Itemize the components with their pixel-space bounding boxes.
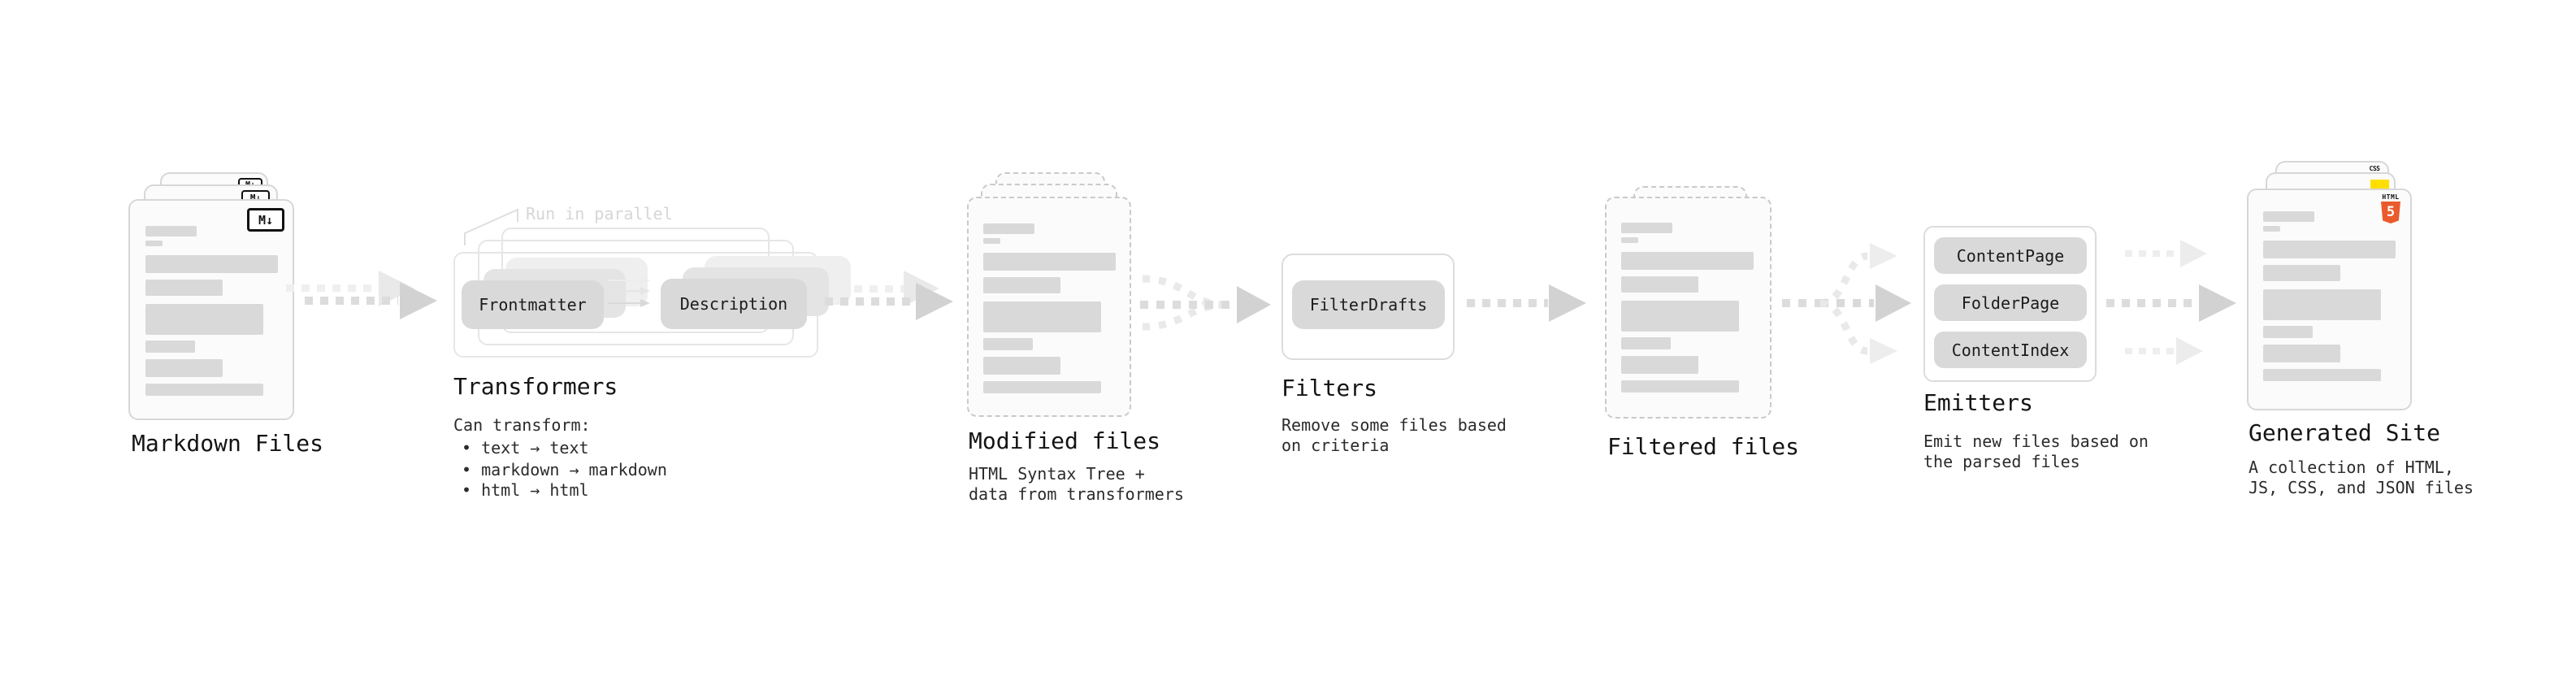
arrowhead-icon: [1549, 284, 1586, 322]
placeholder-bar: [983, 338, 1033, 350]
contentindex-pill: ContentIndex: [1934, 332, 2087, 368]
js-icon: [2370, 180, 2389, 189]
arrowhead-icon: [1870, 243, 1897, 269]
description-pill: Description: [661, 279, 807, 329]
placeholder-bar: [145, 304, 263, 335]
dashed-line: [286, 284, 377, 292]
station-title-markdown-files: Markdown Files: [132, 430, 324, 457]
placeholder-bar: [1621, 337, 1671, 349]
placeholder-bar: [145, 359, 223, 377]
html5-icon: HTML 5: [2381, 194, 2400, 223]
dashed-line: [2106, 299, 2197, 307]
modified-file-card: [967, 197, 1131, 417]
placeholder-bar: [1621, 380, 1739, 393]
placeholder-bar: [1621, 276, 1698, 293]
filtered-file-card: [1605, 197, 1772, 419]
css-icon-text: CSS: [2369, 165, 2380, 172]
placeholder-bar: [1621, 237, 1638, 243]
modified-subtitle: HTML Syntax Tree +: [969, 464, 1145, 484]
placeholder-bar: [145, 280, 223, 296]
station-title-transformers: Transformers: [453, 373, 618, 400]
transformers-subtitle: Can transform:: [453, 415, 591, 435]
placeholder-bar: [983, 223, 1034, 234]
placeholder-bar: [983, 253, 1116, 271]
filters-subtitle: Remove some files based: [1281, 415, 1507, 435]
folderpage-pill: FolderPage: [1934, 284, 2087, 321]
filterdrafts-pill: FilterDrafts: [1292, 280, 1445, 329]
arrowhead-icon: [1870, 338, 1897, 364]
station-title-filtered-files: Filtered files: [1607, 433, 1800, 460]
placeholder-bar: [1621, 301, 1739, 332]
placeholder-bar: [2263, 241, 2396, 258]
callout-leader-line: [464, 208, 518, 245]
arrowhead-icon: [1237, 286, 1271, 323]
placeholder-bar: [145, 340, 195, 353]
arrowhead-icon: [2199, 284, 2236, 322]
station-title-modified-files: Modified files: [969, 427, 1161, 454]
dashed-line: [2125, 348, 2174, 354]
dashed-line: [1467, 299, 1548, 307]
modified-subtitle: data from transformers: [969, 484, 1184, 504]
placeholder-bar: [2263, 326, 2313, 338]
emitters-subtitle: the parsed files: [1923, 452, 2080, 471]
placeholder-bar: [145, 255, 278, 273]
generated-subtitle: A collection of HTML,: [2249, 458, 2454, 477]
transformers-bullet: • text → text: [462, 438, 589, 458]
placeholder-bar: [983, 301, 1101, 332]
station-title-filters: Filters: [1281, 375, 1378, 401]
placeholder-bar: [145, 384, 263, 396]
dashed-line: [2125, 250, 2179, 257]
placeholder-bar: [983, 381, 1101, 393]
arrowhead-icon: [400, 282, 437, 319]
station-title-emitters: Emitters: [1923, 389, 2033, 416]
placeholder-bar: [2263, 265, 2340, 281]
placeholder-bar: [1621, 223, 1672, 233]
placeholder-bar: [2263, 289, 2381, 320]
generated-file-card: HTML 5: [2247, 189, 2412, 410]
placeholder-bar: [2263, 211, 2314, 222]
transformers-bullet: • markdown → markdown: [462, 460, 667, 479]
transformers-bullet: • html → html: [462, 480, 589, 500]
arrowhead-icon: [2180, 240, 2207, 267]
placeholder-bar: [145, 241, 163, 246]
placeholder-bar: [1621, 356, 1698, 374]
filters-subtitle: on criteria: [1281, 436, 1390, 455]
placeholder-bar: [983, 238, 1000, 244]
generated-subtitle: JS, CSS, and JSON files: [2249, 478, 2474, 497]
html5-icon-shield: 5: [2381, 202, 2400, 223]
fan-in-arrow: [1140, 275, 1271, 331]
placeholder-bar: [145, 226, 197, 236]
dashed-line: [825, 297, 914, 306]
frontmatter-pill: Frontmatter: [462, 280, 604, 329]
placeholder-bar: [983, 357, 1060, 375]
placeholder-bar: [2263, 345, 2340, 362]
dashed-line: [305, 297, 398, 305]
arrowhead-icon: [2176, 337, 2203, 365]
arrowhead-icon: [1876, 284, 1911, 322]
html5-icon-number: 5: [2386, 204, 2396, 220]
placeholder-bar: [2263, 226, 2280, 232]
run-in-parallel-label: Run in parallel: [526, 204, 673, 223]
station-title-generated-site: Generated Site: [2249, 419, 2441, 446]
emitters-subtitle: Emit new files based on: [1923, 432, 2149, 451]
markdown-icon: M↓: [247, 208, 284, 232]
placeholder-bar: [983, 277, 1060, 293]
placeholder-bar: [2263, 369, 2381, 381]
placeholder-bar: [1621, 252, 1754, 270]
arrowhead-icon: [916, 283, 953, 320]
parallel-arrows-icon: [608, 276, 650, 307]
dashed-line: [839, 285, 916, 293]
contentpage-pill: ContentPage: [1934, 237, 2087, 274]
html5-icon-text: HTML: [2382, 193, 2400, 201]
fan-out-arrow: [1782, 243, 1911, 364]
markdown-file-card: M↓: [128, 199, 294, 420]
